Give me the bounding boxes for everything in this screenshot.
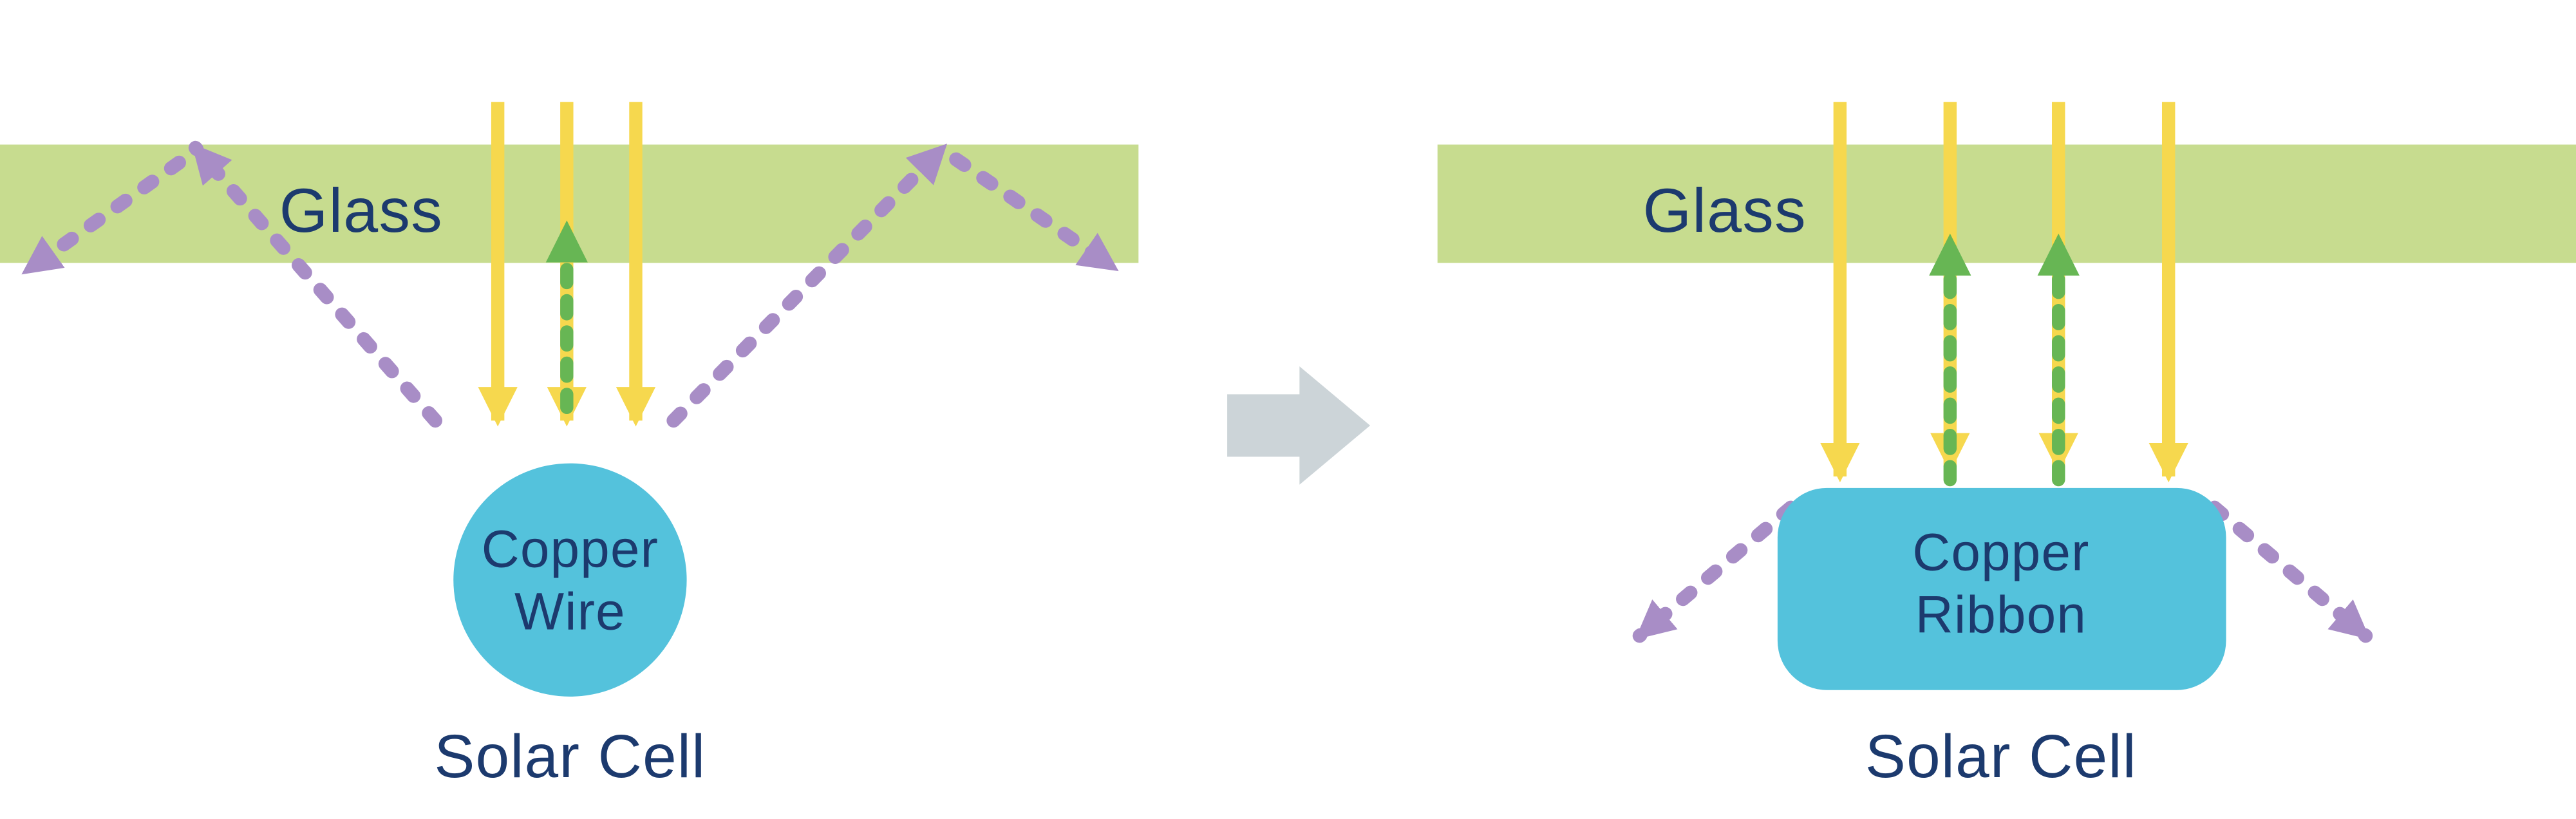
scattered-ray-down-right <box>2207 500 2373 643</box>
glass-label: Glass <box>1643 175 1807 245</box>
conductor-label-line2: Ribbon <box>1915 585 2087 644</box>
before-panel: Glass Copper Wire Solar Cell <box>0 102 1139 791</box>
transition-arrow-icon <box>1227 366 1371 485</box>
solar-cell-label: Solar Cell <box>1865 723 2137 791</box>
scattered-ray-exit-left <box>19 155 186 278</box>
scattered-ray-up-left <box>188 140 443 428</box>
copper-ribbon-shape <box>1777 487 2226 690</box>
solar-cell-label: Solar Cell <box>434 723 706 791</box>
glass-label: Glass <box>279 175 443 245</box>
scattered-ray-up-right <box>666 140 950 428</box>
conductor-label-line2: Wire <box>514 582 626 641</box>
after-panel: Glass Copper Ribbon Solar Cell <box>1437 102 2576 791</box>
glass-layer <box>1437 144 2576 263</box>
copper-wire-shape <box>453 463 687 697</box>
scattered-ray-down-left <box>1632 500 1798 643</box>
scattered-ray-exit-right <box>949 152 1121 275</box>
conductor-label-line1: Copper <box>482 520 659 578</box>
conductor-label-line1: Copper <box>1912 523 2089 581</box>
